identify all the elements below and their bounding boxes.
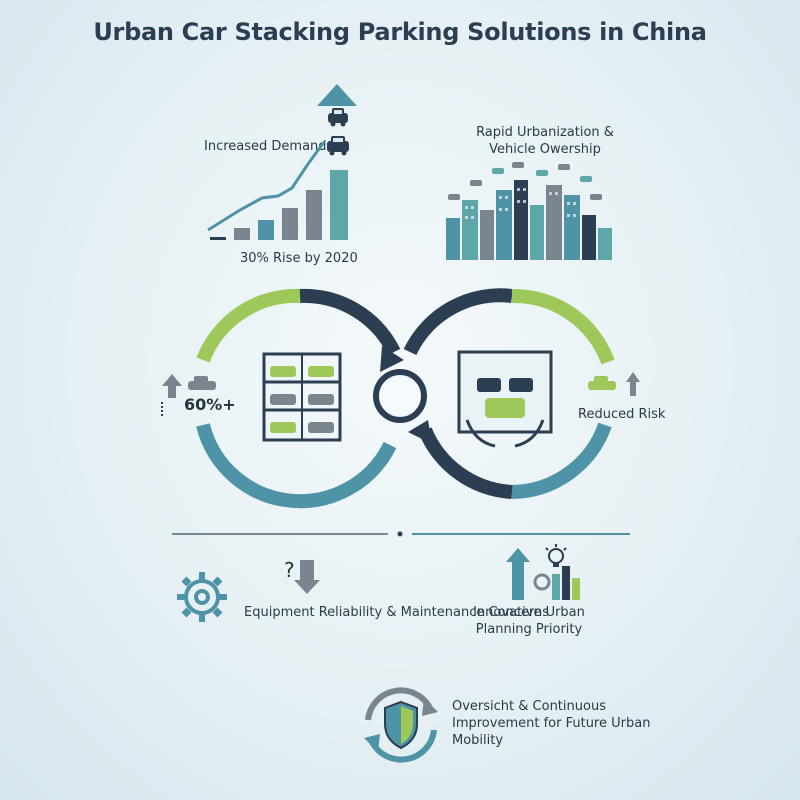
car-icon — [328, 108, 348, 127]
car-icon — [327, 136, 349, 156]
arrow-up-icon — [506, 548, 530, 600]
page-title: Urban Car Stacking Parking Solutions in … — [93, 18, 707, 46]
oversight-label: Oversicht & Continuous Improvement for F… — [452, 699, 651, 748]
left-stat: 60%+ — [184, 395, 236, 414]
urbanization-label: Rapid Urbanization & Vehicle Owership — [476, 125, 614, 157]
right-label: Reduced Risk — [578, 407, 666, 422]
hands-car-icon — [457, 350, 553, 448]
car-icon — [188, 376, 216, 390]
arrow-up-left-icon — [408, 420, 432, 444]
gear-icon — [533, 573, 551, 591]
gear-icon — [177, 572, 227, 622]
stacked-parking-icon — [262, 352, 342, 442]
shield-icon — [384, 700, 418, 750]
center-ring — [373, 369, 427, 423]
car-icon — [270, 366, 334, 433]
bar-chart-icon — [207, 84, 357, 240]
arrow-up-icon — [317, 84, 357, 106]
car-icon — [588, 376, 616, 390]
city-skyline-icon — [446, 162, 612, 260]
demand-label: Increased Demand — [204, 139, 327, 154]
arrow-down-right-icon — [380, 346, 404, 372]
question-icon: ? — [284, 558, 295, 582]
concerns-label: Equipment Reliability & Maintenance Conc… — [244, 605, 550, 620]
lightbulb-icon — [545, 544, 567, 567]
cycle-icon — [364, 687, 438, 763]
planning-label: Innovative Urban Planning Priority — [473, 605, 585, 637]
arrow-up-icon — [626, 372, 640, 396]
demand-caption: 30% Rise by 2020 — [240, 251, 358, 266]
arrow-up-icon — [161, 374, 182, 416]
planning-icon — [506, 544, 580, 600]
arrow-down-icon — [294, 560, 320, 594]
